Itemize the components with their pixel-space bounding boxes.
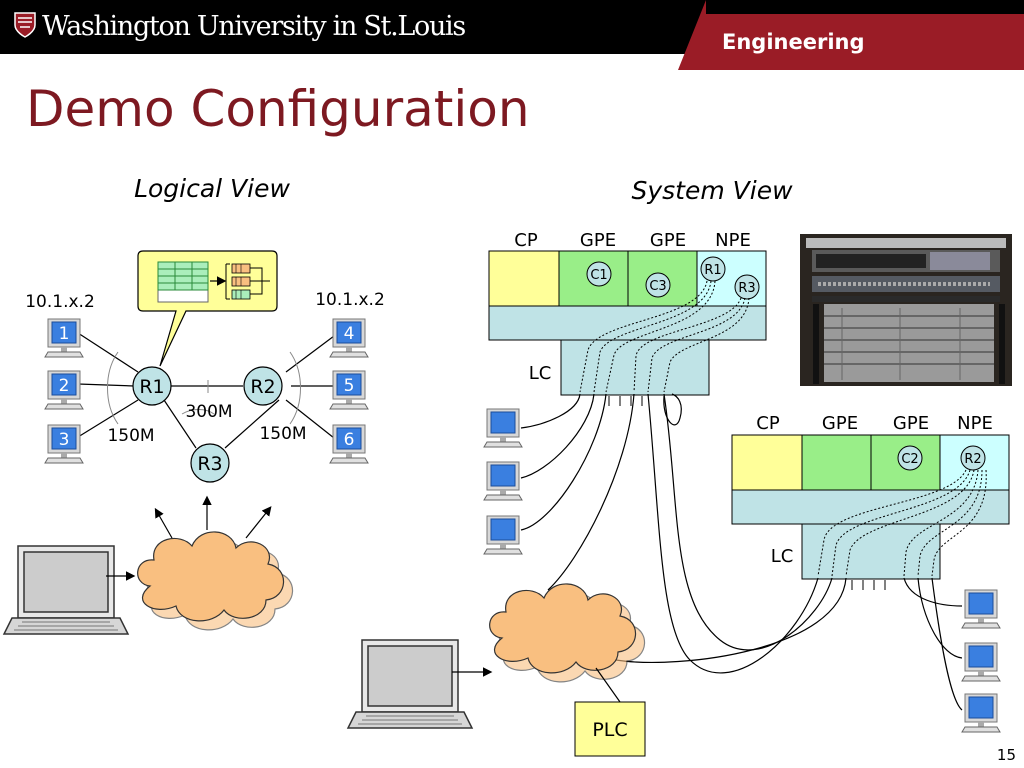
component-r2: R2 [960, 445, 986, 471]
component-c2: C2 [897, 445, 923, 471]
sys-host-left-1 [483, 408, 523, 448]
svg-text:6: 6 [344, 430, 355, 450]
top-slot-cp: CP [514, 230, 538, 251]
svg-text:C2: C2 [901, 452, 918, 467]
svg-text:3: 3 [59, 430, 70, 450]
bottom-slot-cp: CP [756, 413, 780, 434]
sys-host-left-3 [483, 515, 523, 555]
cloud-out-arrows [154, 495, 272, 539]
component-c1: C1 [586, 261, 612, 287]
link-300m-label: 300M [185, 402, 232, 422]
svg-text:2: 2 [59, 376, 70, 396]
bottom-slot-npe: NPE [957, 413, 993, 434]
laptop-left [3, 545, 129, 635]
engineering-tab [706, 14, 1024, 70]
routing-table-icon [157, 261, 209, 303]
engineering-tab-edge [678, 0, 706, 70]
system-view-heading: System View [631, 176, 793, 205]
top-slot-gpe-1: GPE [580, 230, 616, 251]
host-5: 5 [329, 370, 369, 410]
link-150m-left-label: 150M [107, 426, 154, 446]
top-slot-gpe-2: GPE [650, 230, 686, 251]
host-2: 2 [44, 370, 84, 410]
top-slot-npe: NPE [715, 230, 751, 251]
svg-text:PLC: PLC [592, 719, 627, 741]
bottom-slot-gpe-1: GPE [822, 413, 858, 434]
svg-text:R2: R2 [250, 376, 275, 398]
chassis-bottom [731, 434, 1010, 590]
host-4: 4 [329, 318, 369, 358]
cloud-to-plc-line [595, 667, 621, 703]
svg-text:R2: R2 [964, 452, 981, 467]
laptop-right [347, 639, 473, 729]
svg-text:R3: R3 [738, 281, 755, 296]
logical-links [77, 332, 335, 449]
top-line-card-label: LC [529, 363, 552, 384]
svg-text:1: 1 [59, 324, 70, 344]
university-name: Washington University in St.Louis [42, 11, 466, 42]
internet-cloud-left [137, 531, 294, 631]
svg-text:4: 4 [344, 324, 355, 344]
sys-host-right-2 [961, 642, 1001, 682]
router-r3: R3 [190, 443, 230, 483]
chassis-top [488, 250, 767, 406]
component-r1: R1 [700, 256, 726, 282]
svg-text:R1: R1 [704, 263, 721, 278]
university-shield-icon [14, 12, 36, 38]
page-number: 15 [996, 746, 1016, 764]
svg-text:C1: C1 [590, 268, 607, 283]
host-1: 1 [44, 318, 84, 358]
router-r1: R1 [132, 366, 172, 406]
logical-view-heading: Logical View [134, 174, 290, 203]
school-name: Engineering [722, 30, 865, 54]
top-internal-paths [579, 280, 750, 393]
component-c3: C3 [645, 272, 671, 298]
bottom-slot-gpe-2: GPE [893, 413, 929, 434]
queue-icon [210, 263, 270, 300]
link-150m-right-label: 150M [259, 424, 306, 444]
host-3: 3 [44, 424, 84, 464]
svg-text:C3: C3 [649, 279, 666, 294]
bandwidth-arcs [107, 351, 301, 425]
svg-text:5: 5 [344, 376, 355, 396]
system-cables [520, 393, 963, 711]
sys-host-right-3 [961, 693, 1001, 733]
slide-title: Demo Configuration [26, 80, 530, 138]
host-6: 6 [329, 424, 369, 464]
left-address-label: 10.1.x.2 [25, 292, 95, 312]
svg-text:R1: R1 [139, 376, 164, 398]
rack-photo [800, 234, 1012, 386]
plc-box: PLC [574, 701, 646, 757]
sys-host-right-1 [961, 589, 1001, 629]
sys-host-left-2 [483, 461, 523, 501]
bottom-line-card-label: LC [771, 546, 794, 567]
svg-text:R3: R3 [197, 453, 222, 475]
component-r3: R3 [734, 274, 760, 300]
router-r2: R2 [243, 366, 283, 406]
internet-cloud-right [489, 583, 646, 683]
bottom-internal-paths [817, 469, 987, 577]
right-address-label: 10.1.x.2 [315, 290, 385, 310]
